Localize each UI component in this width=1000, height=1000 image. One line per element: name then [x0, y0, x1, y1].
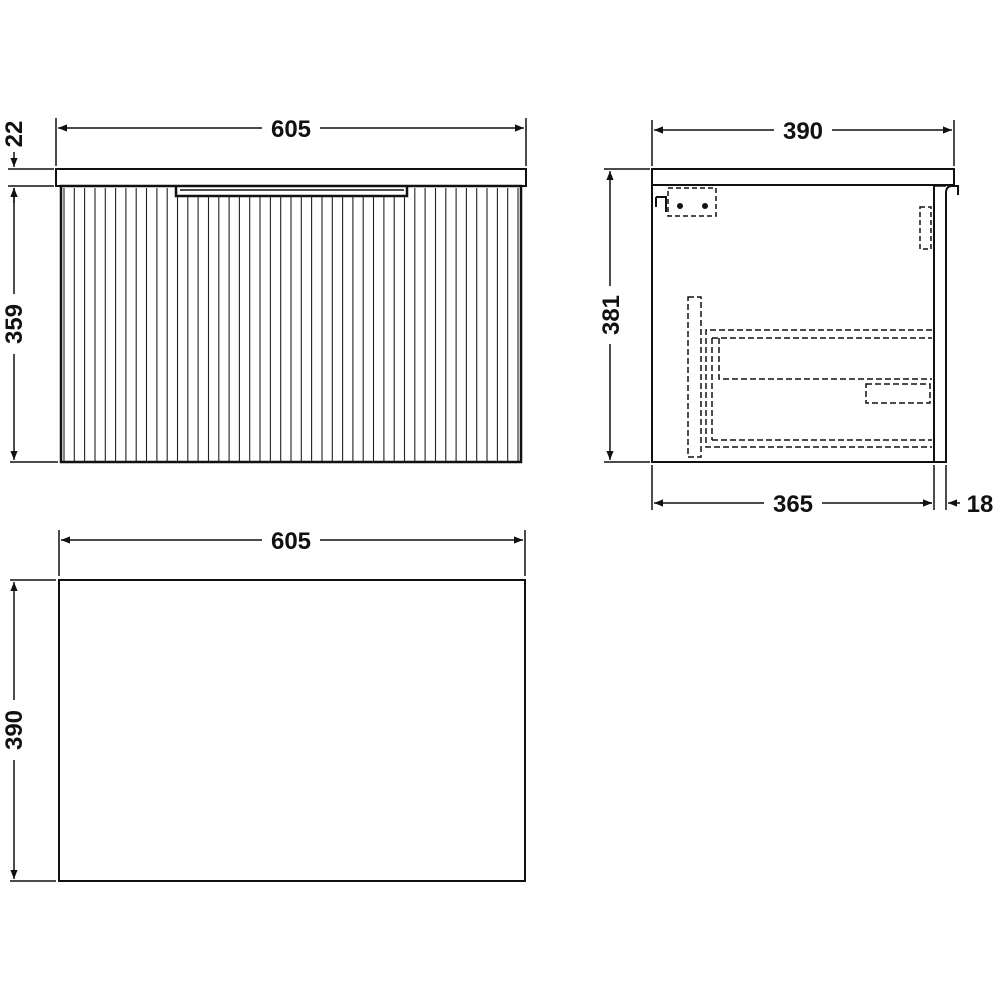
- bracket-screw-icon: [677, 203, 683, 209]
- front-flutes: [63, 188, 519, 461]
- dim-front-width-label: 605: [271, 116, 311, 143]
- dim-front-body-height-label: 359: [1, 304, 28, 344]
- dim-plan-depth-label: 390: [1, 710, 28, 750]
- dim-front-body-height: 359: [1, 188, 58, 463]
- dim-side-height: 381: [598, 168, 650, 463]
- dim-front-width: 605: [55, 116, 527, 166]
- side-worktop: [651, 168, 955, 186]
- dim-side-depth: 390: [651, 118, 955, 166]
- dim-front-top-thickness-label: 22: [1, 121, 28, 148]
- dim-side-depth-label: 390: [783, 118, 823, 145]
- front-worktop: [55, 168, 527, 187]
- hinge-hidden: [919, 206, 932, 250]
- front-handle-recess: [174, 187, 409, 198]
- side-carcass-outline: [651, 185, 935, 463]
- bracket-screw-icon: [702, 203, 708, 209]
- side-door-edge: [934, 185, 959, 463]
- wall-bracket: [655, 187, 717, 217]
- dim-side-height-label: 381: [598, 295, 625, 335]
- dim-plan-depth: 390: [1, 579, 56, 882]
- plan-view: 605 390: [1, 528, 526, 882]
- dim-side-door-thickness-label: 18: [967, 491, 994, 518]
- dim-front-top-thickness: 22: [1, 121, 54, 203]
- side-view: 390 381 365 18: [598, 118, 993, 518]
- dim-side-carcass-depth-label: 365: [773, 491, 813, 518]
- dim-plan-width: 605: [58, 528, 526, 576]
- front-cabinet-body: [59, 184, 523, 464]
- front-view: 605 22 359: [1, 116, 527, 464]
- plan-outline: [58, 579, 526, 882]
- dim-side-door-thickness: 18: [920, 465, 993, 518]
- dim-plan-width-label: 605: [271, 528, 311, 555]
- dim-side-carcass-depth: 365: [651, 465, 935, 518]
- drawer-hidden-lines: [687, 296, 932, 458]
